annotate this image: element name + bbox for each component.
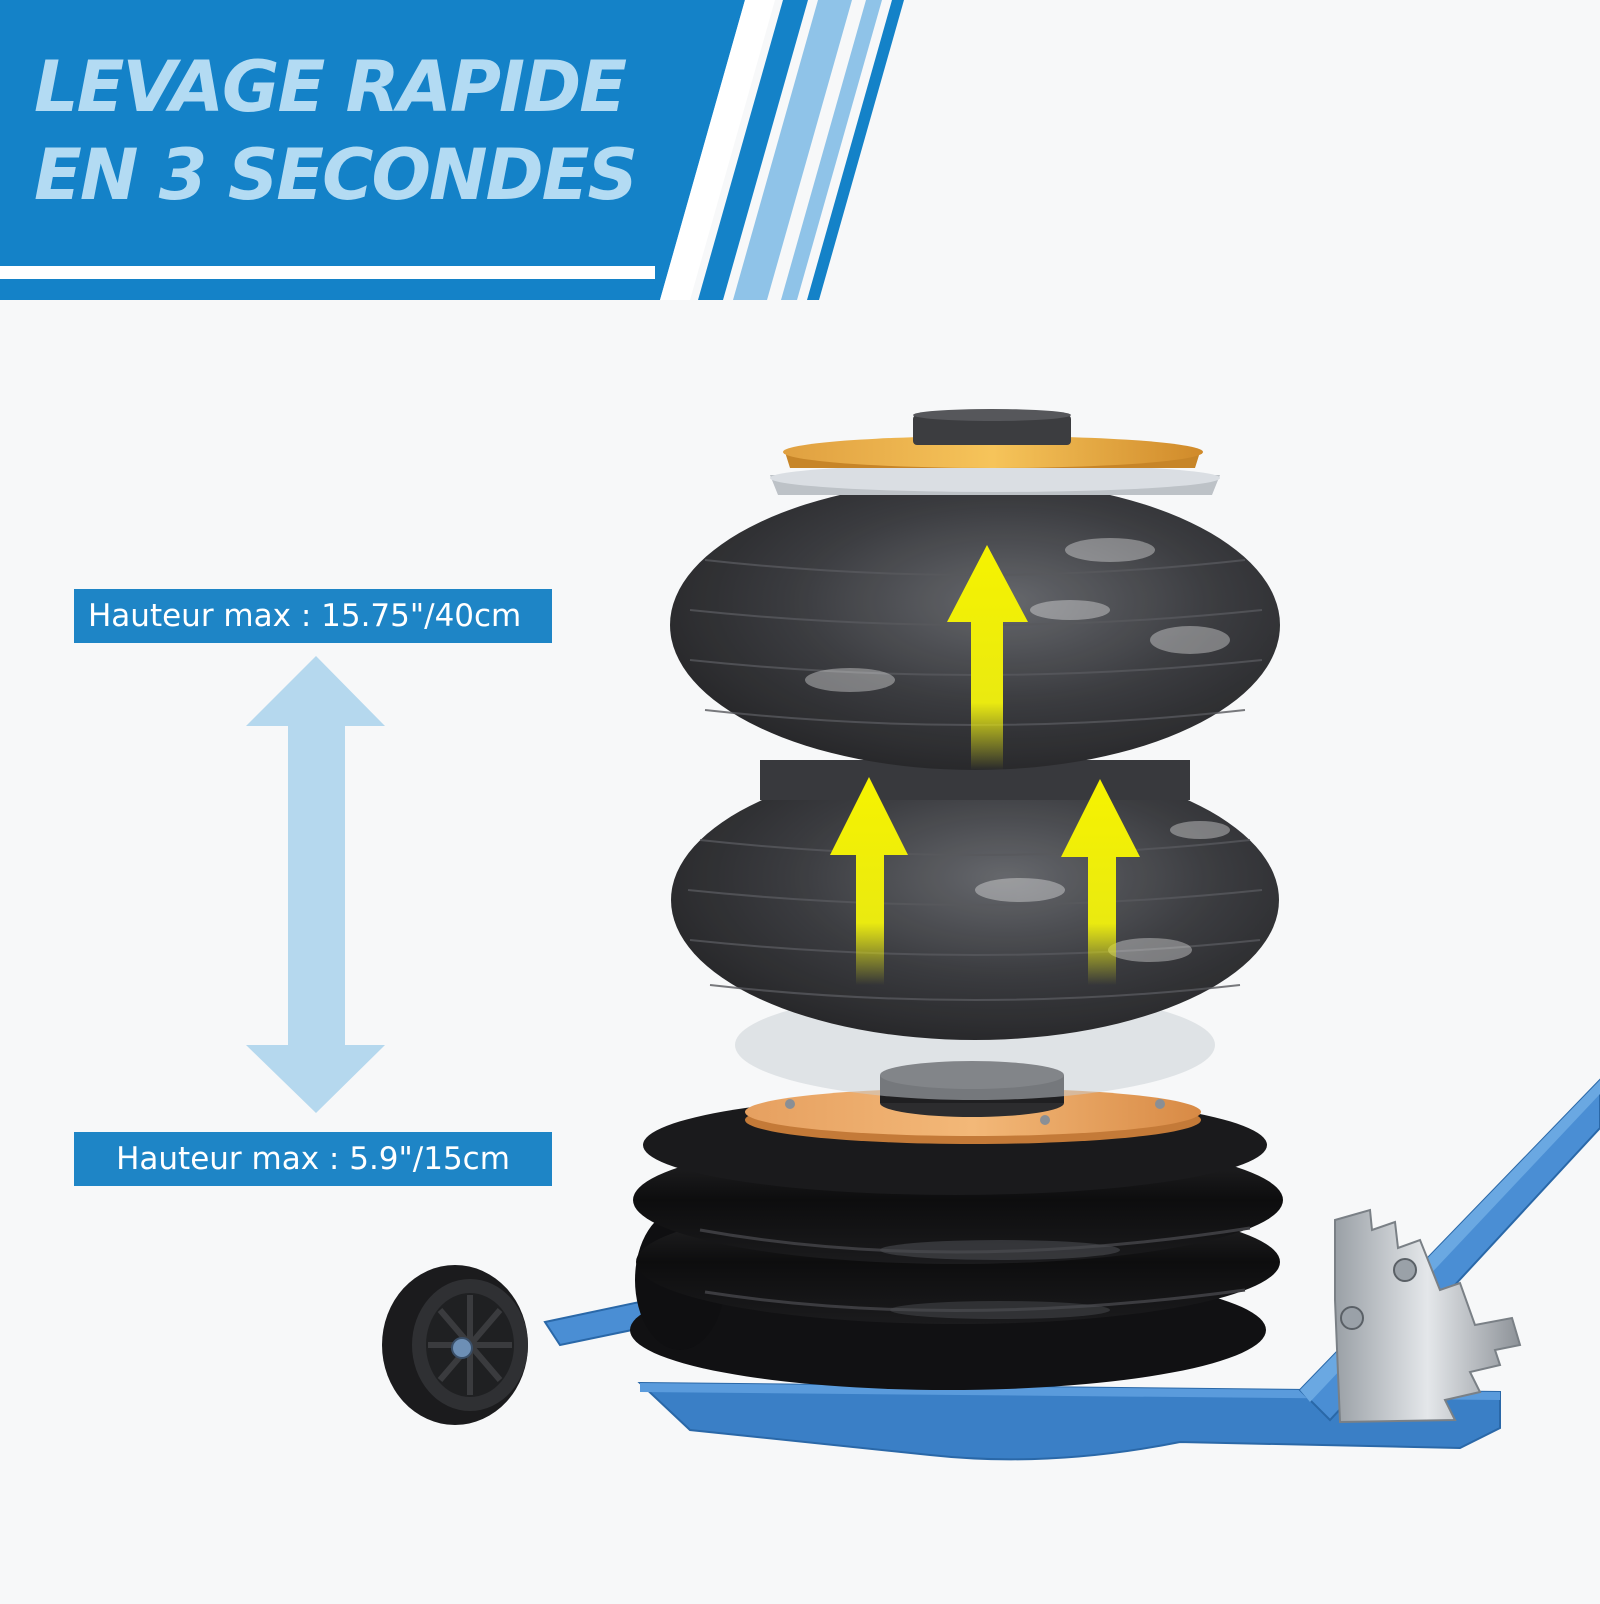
max-height-label: Hauteur max : 15.75"/40cm	[88, 598, 522, 634]
banner-stripe-1	[698, 0, 808, 300]
top-saddle-plate	[783, 409, 1203, 468]
banner-stripe-2	[733, 0, 852, 300]
banner-underline	[0, 266, 655, 279]
max-height-label-box	[74, 589, 552, 643]
headline-line-2: EN 3 SECONDES	[34, 134, 638, 216]
min-height-label: Hauteur max : 5.9"/15cm	[116, 1141, 510, 1177]
header-banner	[0, 0, 904, 300]
min-height-label-box	[74, 1132, 552, 1186]
bolt-icon	[1393, 1258, 1417, 1282]
axle-icon	[451, 1337, 473, 1359]
banner-stripe-4	[807, 0, 904, 300]
headline-line-1: LEVAGE RAPIDE	[34, 46, 627, 128]
up-arrow-icon	[830, 545, 1140, 985]
banner-stripe-gap	[660, 0, 775, 300]
double-vertical-arrow-icon	[246, 656, 385, 1113]
extended-bellows	[670, 464, 1280, 1100]
handle-bracket	[1334, 1208, 1522, 1424]
wheel	[382, 1265, 528, 1425]
banner-background	[0, 0, 745, 300]
bolt-icon	[1340, 1306, 1364, 1330]
banner-stripe-3	[781, 0, 882, 300]
